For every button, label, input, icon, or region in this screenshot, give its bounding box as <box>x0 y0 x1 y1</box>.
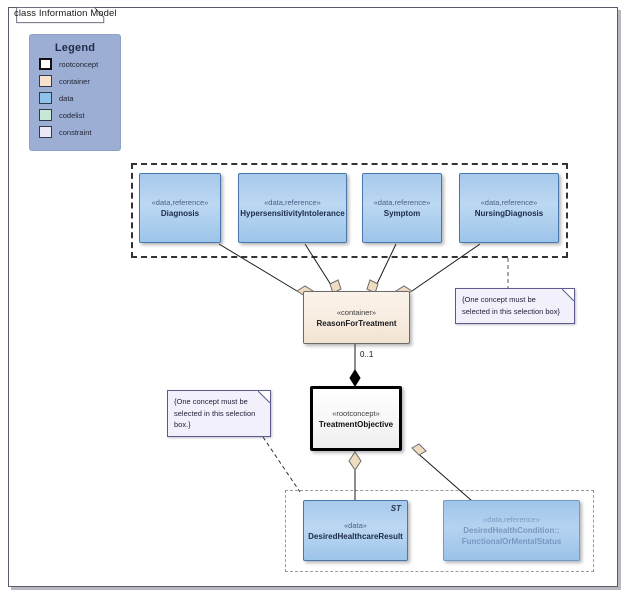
class-name-desiredhealthcondition-line1: DesiredHealthCondition:: <box>463 526 560 535</box>
legend-item-container: container <box>39 74 120 88</box>
legend-item-constraint: constraint <box>39 125 120 139</box>
selection-box-reasons <box>131 163 568 258</box>
class-stereotype-hypersensitivityintolerance: «data,reference» <box>264 198 321 207</box>
class-name-desiredhealthcondition-line2: FunctionalOrMentalStatus <box>461 537 562 546</box>
multiplicity-label: 0..1 <box>360 350 374 359</box>
legend-swatch-container <box>39 75 52 87</box>
class-box-diagnosis[interactable]: «data,reference» Diagnosis <box>139 173 221 243</box>
class-name-nursingdiagnosis: NursingDiagnosis <box>474 209 544 218</box>
class-stereotype-symptom: «data,reference» <box>373 198 431 207</box>
legend-swatch-rootconcept <box>39 58 52 70</box>
class-box-desiredhealthcondition[interactable]: «data,reference» DesiredHealthCondition:… <box>443 500 580 561</box>
class-box-treatmentobjective[interactable]: «rootconcept» TreatmentObjective <box>310 386 402 451</box>
class-name-symptom: Symptom <box>383 209 421 218</box>
class-name-hypersensitivityintolerance: HypersensitivityIntolerance <box>240 209 345 218</box>
class-box-reasonfortreatment[interactable]: «container» ReasonForTreatment <box>303 291 410 344</box>
legend-swatch-constraint <box>39 126 52 138</box>
class-box-nursingdiagnosis[interactable]: «data,reference» NursingDiagnosis <box>459 173 559 243</box>
class-stereotype-desiredhealthcondition: «data,reference» <box>483 515 540 524</box>
note-left-line-2: selected in this selection <box>174 408 256 418</box>
legend-panel: Legend rootconcept container data codeli… <box>29 34 121 151</box>
note-left-line-1: {One concept must be <box>174 397 248 406</box>
note-selection-box-objectives: {One concept must be selected in this se… <box>167 390 271 437</box>
note-fold-icon <box>562 289 574 301</box>
class-box-symptom[interactable]: «data,reference» Symptom <box>362 173 442 243</box>
class-stereotype-desiredhealthcareresult: «data» <box>344 520 367 530</box>
class-stereotype-diagnosis: «data,reference» <box>151 198 209 207</box>
legend-label-constraint: constraint <box>59 127 92 137</box>
legend-item-data: data <box>39 91 120 105</box>
class-name-treatmentobjective: TreatmentObjective <box>318 419 394 429</box>
legend-swatch-codelist <box>39 109 52 121</box>
legend-label-container: container <box>59 76 90 86</box>
legend-label-rootconcept: rootconcept <box>59 59 99 69</box>
st-marker-desiredhealthcareresult: ST <box>390 504 401 513</box>
note-line-2: selected in this selection box} <box>462 306 560 316</box>
legend-swatch-data <box>39 92 52 104</box>
legend-label-data: data <box>59 93 74 103</box>
note-fold-icon-left <box>258 391 270 403</box>
note-selection-box-reasons: {One concept must be selected in this se… <box>455 288 575 324</box>
legend-label-codelist: codelist <box>59 110 85 120</box>
title-tab <box>16 7 105 24</box>
class-stereotype-treatmentobjective: «rootconcept» <box>332 408 380 418</box>
note-left-line-3: box.} <box>174 420 191 429</box>
note-text-objectives: {One concept must be selected in this se… <box>168 391 270 431</box>
class-name-diagnosis: Diagnosis <box>160 209 200 218</box>
class-name-reasonfortreatment: ReasonForTreatment <box>316 318 397 328</box>
class-box-desiredhealthcareresult[interactable]: ST «data» DesiredHealthcareResult <box>303 500 408 561</box>
class-stereotype-reasonfortreatment: «container» <box>336 307 377 317</box>
class-name-desiredhealthcareresult: DesiredHealthcareResult <box>308 531 403 541</box>
class-stereotype-nursingdiagnosis: «data,reference» <box>480 198 538 207</box>
legend-item-rootconcept: rootconcept <box>39 57 120 71</box>
note-line-1: {One concept must be <box>462 295 536 304</box>
legend-item-codelist: codelist <box>39 108 120 122</box>
class-box-hypersensitivityintolerance[interactable]: «data,reference» HypersensitivityIntoler… <box>238 173 347 243</box>
legend-title: Legend <box>54 42 96 54</box>
note-text-reasons: {One concept must be selected in this se… <box>456 289 574 317</box>
page-title: class Information Model <box>14 8 117 19</box>
